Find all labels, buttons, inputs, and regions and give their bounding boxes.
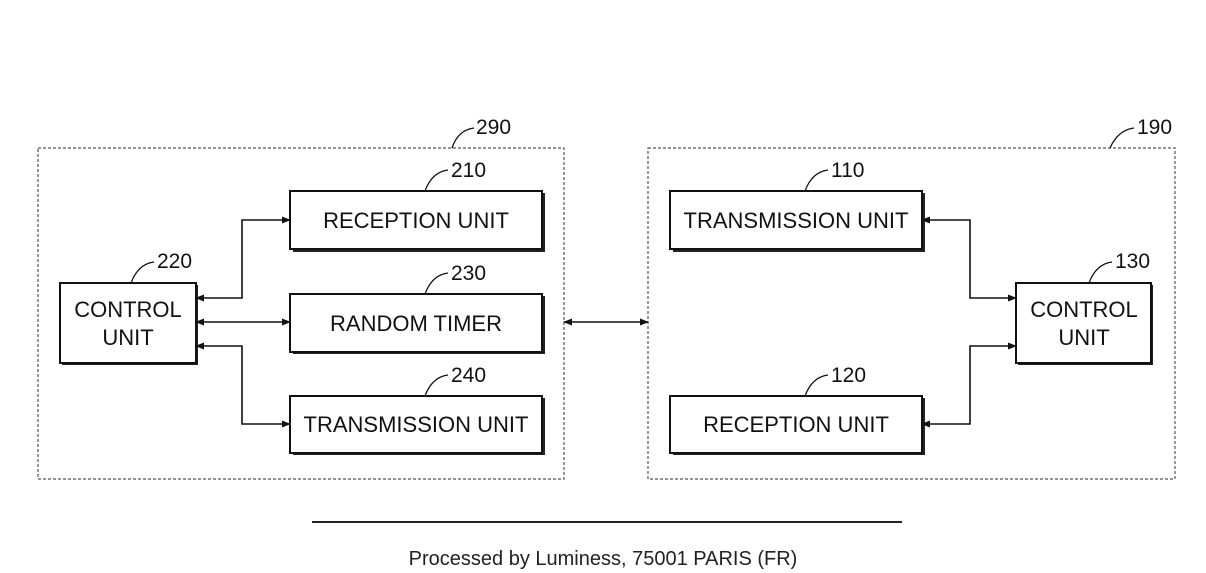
ref-210: 210 bbox=[451, 159, 486, 182]
block-label: TRANSMISSION UNIT bbox=[684, 208, 909, 233]
group-190-leader bbox=[1110, 128, 1134, 148]
connector-220-240 bbox=[196, 346, 290, 424]
leader-230 bbox=[425, 273, 448, 294]
leader-220 bbox=[131, 262, 154, 283]
block-transmission-unit-110: TRANSMISSION UNIT bbox=[670, 191, 925, 252]
connector-120-130 bbox=[922, 346, 1016, 424]
block-control-unit-220: CONTROL UNIT bbox=[60, 283, 198, 365]
leader-210 bbox=[425, 170, 448, 191]
connector-110-130 bbox=[922, 220, 1016, 298]
leader-240 bbox=[425, 375, 448, 396]
ref-120: 120 bbox=[831, 364, 866, 387]
block-reception-unit-120: RECEPTION UNIT bbox=[670, 396, 925, 455]
ref-130: 130 bbox=[1115, 250, 1150, 273]
block-label: RANDOM TIMER bbox=[330, 311, 502, 336]
leader-120 bbox=[805, 375, 828, 396]
ref-240: 240 bbox=[451, 364, 486, 387]
connector-220-210 bbox=[196, 220, 290, 298]
ref-110: 110 bbox=[831, 159, 864, 182]
ref-230: 230 bbox=[451, 262, 486, 285]
leader-110 bbox=[805, 170, 828, 191]
footer-divider bbox=[312, 521, 902, 523]
group-190-ref: 190 bbox=[1137, 116, 1172, 139]
block-label-line1: CONTROL bbox=[74, 297, 182, 322]
block-label: RECEPTION UNIT bbox=[323, 208, 509, 233]
block-random-timer-230: RANDOM TIMER bbox=[290, 294, 545, 354]
block-control-unit-130: CONTROL UNIT bbox=[1016, 283, 1153, 365]
block-label-line2: UNIT bbox=[102, 325, 153, 350]
footer-text: Processed by Luminess, 75001 PARIS (FR) bbox=[0, 548, 1206, 571]
group-290-leader bbox=[452, 128, 474, 148]
block-label-line2: UNIT bbox=[1058, 325, 1109, 350]
block-label-line1: CONTROL bbox=[1030, 297, 1138, 322]
block-reception-unit-210: RECEPTION UNIT bbox=[290, 191, 545, 252]
block-label: RECEPTION UNIT bbox=[703, 412, 889, 437]
block-label: TRANSMISSION UNIT bbox=[304, 412, 529, 437]
block-transmission-unit-240: TRANSMISSION UNIT bbox=[290, 396, 545, 455]
ref-220: 220 bbox=[157, 250, 192, 273]
group-290-ref: 290 bbox=[476, 116, 511, 139]
leader-130 bbox=[1089, 262, 1112, 283]
